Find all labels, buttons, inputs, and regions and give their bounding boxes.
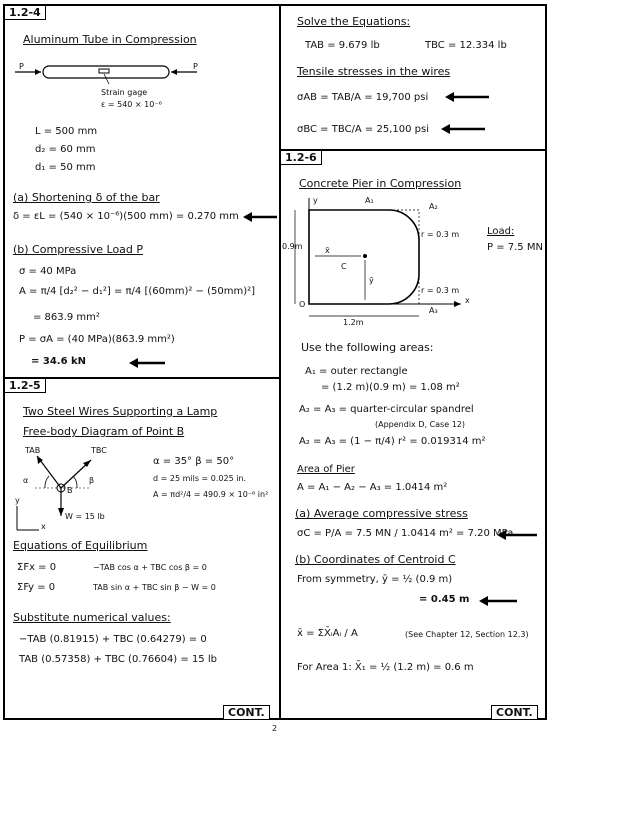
axis-y-label: y <box>15 496 20 505</box>
xbar-reference: (See Chapter 12, Section 12.3) <box>405 630 529 639</box>
section-divider-left <box>5 377 281 379</box>
fig-height-label: 0.9m <box>282 242 303 251</box>
solve-tbc: TBC = 12.334 lb <box>425 40 507 51</box>
label-alpha: α <box>23 476 29 485</box>
a1-value: = (1.2 m)(0.9 m) = 1.08 m² <box>321 382 460 393</box>
sum-fx-label: ΣFx = 0 <box>17 562 57 573</box>
problem-title-steel-wires: Two Steel Wires Supporting a Lamp <box>23 405 218 418</box>
fbd-heading: Free-body Diagram of Point B <box>23 425 185 438</box>
page-number: 2 <box>272 724 278 733</box>
fig-origin-label: O <box>299 300 306 309</box>
given-length: L = 500 mm <box>35 126 98 137</box>
pier-area-equation: A = A₁ − A₂ − A₃ = 1.0414 m² <box>297 482 448 493</box>
avg-stress-heading: (a) Average compressive stress <box>295 507 468 520</box>
column-divider <box>279 6 281 720</box>
fig-a1-label: A₁ <box>365 196 374 205</box>
solve-tab: TAB = 9.679 lb <box>305 40 380 51</box>
shortening-equation: δ = εL = (540 × 10⁻⁶)(500 mm) = 0.270 mm <box>13 211 239 222</box>
fig-centroid-label: C <box>341 262 347 271</box>
result-arrow-icon <box>441 124 485 134</box>
substitute-equation-2: TAB (0.57358) + TBC (0.76604) = 15 lb <box>19 654 217 665</box>
solution-sheet: 1.2-4 Aluminum Tube in Compression P P S… <box>3 4 547 720</box>
problem-id-1-2-5: 1.2-5 <box>4 378 46 393</box>
fig-a3-label: A₃ <box>429 306 438 315</box>
continued-badge: CONT. <box>491 705 538 720</box>
label-beta: β <box>89 476 95 485</box>
problem-title-concrete-pier: Concrete Pier in Compression <box>299 177 462 190</box>
load-value: P = 7.5 MN <box>487 242 543 253</box>
tube-diagram <box>15 65 197 85</box>
xbar-equation: x̄ = ΣX̄ᵢAᵢ / A <box>297 628 358 639</box>
strain-gage-value: ε = 540 × 10⁻⁶ <box>101 100 162 109</box>
pier-area-heading: Area of Pier <box>297 464 355 475</box>
sigma-bc: σBC = TBC/A = 25,100 psi <box>297 124 429 135</box>
section-divider-right <box>280 149 547 151</box>
substitute-equation-1: −TAB (0.81915) + TBC (0.64279) = 0 <box>19 634 207 645</box>
free-body-diagram <box>16 455 92 531</box>
given-diameter: d = 25 mils = 0.025 in. <box>153 474 247 483</box>
given-d1: d₁ = 50 mm <box>35 162 96 173</box>
result-arrow-icon <box>497 530 537 540</box>
continued-badge: CONT. <box>223 705 270 720</box>
area-value: = 863.9 mm² <box>33 312 100 323</box>
result-arrow-icon <box>243 212 277 222</box>
load-equation: P = σA = (40 MPa)(863.9 mm²) <box>19 334 175 345</box>
load-label-left: P <box>19 62 24 71</box>
fig-xbar-label: x̄ <box>325 246 330 255</box>
axis-x-label: x <box>41 522 46 531</box>
sum-fy-equation: TAB sin α + TBC sin β − W = 0 <box>93 583 216 592</box>
avg-stress-equation: σC = P/A = 7.5 MN / 1.0414 m² = 7.20 MPa <box>297 528 514 539</box>
result-arrow-icon <box>479 596 517 606</box>
a2-definition: A₂ = A₃ = quarter-circular spandrel <box>299 404 474 415</box>
fig-width-label: 1.2m <box>343 318 364 327</box>
label-tab: TAB <box>25 446 41 455</box>
part-a-heading: (a) Shortening δ of the bar <box>13 191 160 204</box>
pier-cross-section-diagram <box>294 198 461 317</box>
symmetry-equation: From symmetry, ȳ = ½ (0.9 m) <box>297 574 453 585</box>
result-arrow-icon <box>445 92 489 102</box>
area-equation: A = π/4 [d₂² − d₁²] = π/4 [(60mm)² − (50… <box>19 286 256 297</box>
solve-heading: Solve the Equations: <box>297 15 411 28</box>
given-angles: α = 35° β = 50° <box>153 456 235 467</box>
load-label-right: P <box>193 62 198 71</box>
load-result: = 34.6 kN <box>31 356 87 367</box>
stress-value: σ = 40 MPa <box>19 266 77 277</box>
result-arrow-icon <box>129 358 165 368</box>
fig-y-axis-label: y <box>313 196 318 205</box>
centroid-heading: (b) Coordinates of Centroid C <box>295 553 456 566</box>
sigma-ab: σAB = TAB/A = 19,700 psi <box>297 92 429 103</box>
load-heading: Load: <box>487 226 515 237</box>
a1-definition: A₁ = outer rectangle <box>305 366 408 377</box>
given-area: A = πd²/4 = 490.9 × 10⁻⁶ in² <box>153 490 269 499</box>
equilibrium-heading: Equations of Equilibrium <box>13 539 148 552</box>
ybar-result: = 0.45 m <box>419 594 470 605</box>
given-d2: d₂ = 60 mm <box>35 144 96 155</box>
area-1-centroid: For Area 1: X̄₁ = ½ (1.2 m) = 0.6 m <box>297 662 474 673</box>
tensile-heading: Tensile stresses in the wires <box>297 65 451 78</box>
label-point-b: B <box>67 486 73 495</box>
sum-fx-equation: −TAB cos α + TBC cos β = 0 <box>93 563 207 572</box>
fig-x-axis-label: x <box>465 296 470 305</box>
substitute-heading: Substitute numerical values: <box>13 611 171 624</box>
fig-radius-bottom: r = 0.3 m <box>421 286 460 295</box>
label-weight: W = 15 lb <box>65 512 105 521</box>
problem-id-1-2-6: 1.2-6 <box>280 150 322 165</box>
fig-radius-top: r = 0.3 m <box>421 230 460 239</box>
a2-value: A₂ = A₃ = (1 − π/4) r² = 0.019314 m² <box>299 436 486 447</box>
use-areas-heading: Use the following areas: <box>301 341 434 354</box>
a2-reference: (Appendix D, Case 12) <box>375 420 465 429</box>
fig-ybar-label: ȳ <box>369 276 374 285</box>
problem-id-1-2-4: 1.2-4 <box>4 5 46 20</box>
strain-gage-label: Strain gage <box>101 88 148 97</box>
part-b-heading: (b) Compressive Load P <box>13 243 144 256</box>
label-tbc: TBC <box>91 446 107 455</box>
problem-title-aluminum-tube: Aluminum Tube in Compression <box>23 33 197 46</box>
fig-a2-label: A₂ <box>429 202 438 211</box>
sum-fy-label: ΣFy = 0 <box>17 582 56 593</box>
